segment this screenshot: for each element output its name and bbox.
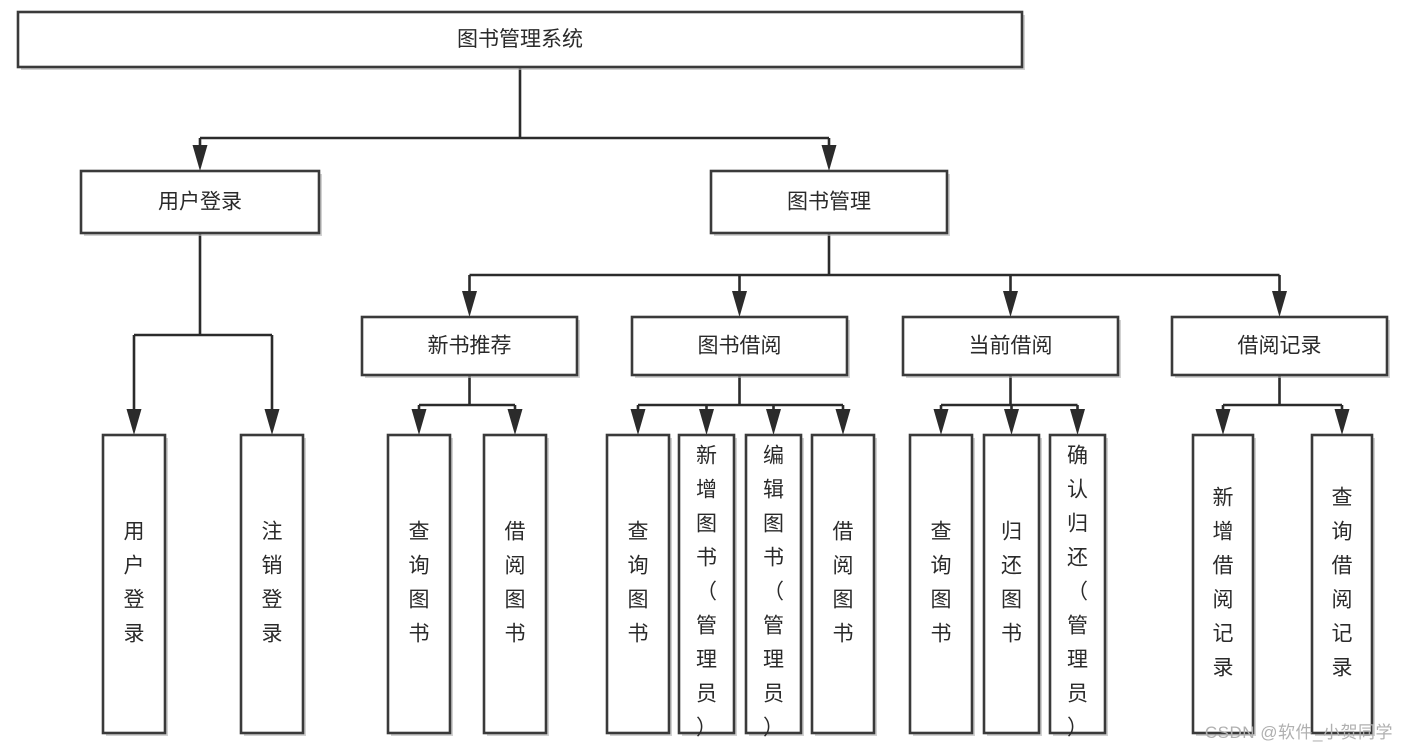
node-box-root[interactable]: [16, 10, 1024, 69]
node-book-management[interactable]: 图书管理: [709, 169, 950, 236]
node-book-borrow[interactable]: 图书借阅: [630, 315, 850, 378]
arrow-to-leaf-confirm-return-head: [1070, 409, 1085, 435]
node-box-current-borrow[interactable]: [901, 315, 1120, 377]
node-box-leaf-query-book-3[interactable]: [908, 433, 974, 735]
node-label-borrow-record: 借阅记录: [1238, 335, 1322, 358]
node-label-leaf-user-login: 用户登录: [124, 521, 145, 646]
node-box-leaf-borrow-book-2[interactable]: [810, 433, 876, 735]
arrow-to-user-login-head: [192, 145, 208, 171]
arrow-to-leaf-add-book-head: [699, 409, 714, 435]
node-box-book-borrow[interactable]: [630, 315, 849, 377]
node-box-user-login[interactable]: [79, 169, 321, 235]
node-leaf-add-record[interactable]: 新增借阅记录: [1191, 433, 1256, 736]
arrow-to-leaf-edit-book-head: [766, 409, 781, 435]
node-box-book-management[interactable]: [709, 169, 949, 235]
node-label-leaf-add-record: 新增借阅记录: [1213, 487, 1234, 680]
arrow-to-leaf-borrow-book-2-head: [835, 409, 851, 435]
arrow-to-leaf-query-record-head: [1334, 409, 1350, 435]
arrow-to-leaf-borrow-book-1-head: [507, 409, 523, 435]
arrow-to-current-borrow-head: [1003, 291, 1018, 317]
arrow-to-leaf-query-book-2-head: [630, 409, 646, 435]
node-label-current-borrow: 当前借阅: [969, 335, 1053, 358]
node-box-leaf-add-book[interactable]: [677, 433, 736, 735]
arrow-to-leaf-query-book-1-head: [411, 409, 427, 435]
arrow-to-leaf-logout-head: [264, 409, 280, 435]
node-label-leaf-query-record: 查询借阅记录: [1332, 487, 1353, 680]
node-root[interactable]: 图书管理系统: [16, 10, 1025, 70]
arrow-to-leaf-return-book-head: [1004, 409, 1019, 435]
node-current-borrow[interactable]: 当前借阅: [901, 315, 1121, 378]
arrow-to-leaf-query-book-3-head: [933, 409, 949, 435]
arrow-to-book-borrow-head: [732, 291, 747, 317]
node-label-leaf-add-book: 新增图书（管理员）: [696, 445, 717, 740]
node-label-new-book-recommend: 新书推荐: [428, 335, 512, 358]
node-box-leaf-return-book[interactable]: [982, 433, 1041, 735]
nodes-layer: 图书管理系统用户登录图书管理新书推荐图书借阅当前借阅借阅记录用户登录注销登录查询…: [16, 10, 1390, 740]
node-leaf-edit-book[interactable]: 编辑图书（管理员）: [744, 433, 804, 740]
node-leaf-return-book[interactable]: 归还图书: [982, 433, 1042, 736]
node-leaf-query-record[interactable]: 查询借阅记录: [1310, 433, 1375, 736]
arrow-to-borrow-record-head: [1272, 291, 1287, 317]
node-box-leaf-query-record[interactable]: [1310, 433, 1374, 735]
node-box-leaf-query-book-1[interactable]: [386, 433, 452, 735]
arrow-to-new-book-recommend-head: [462, 291, 477, 317]
node-box-leaf-edit-book[interactable]: [744, 433, 803, 735]
node-label-root: 图书管理系统: [457, 28, 583, 51]
node-label-leaf-confirm-return: 确认归还（管理员）: [1067, 445, 1088, 740]
node-label-user-login: 用户登录: [158, 191, 242, 214]
node-label-book-borrow: 图书借阅: [698, 335, 782, 358]
connectors-layer: [126, 67, 1350, 435]
node-box-new-book-recommend[interactable]: [360, 315, 579, 377]
node-box-leaf-borrow-book-1[interactable]: [482, 433, 548, 735]
node-label-leaf-query-book-3: 查询图书: [931, 521, 952, 646]
node-leaf-query-book-1[interactable]: 查询图书: [386, 433, 453, 736]
arrow-to-leaf-add-record-head: [1215, 409, 1231, 435]
node-user-login[interactable]: 用户登录: [79, 169, 322, 236]
node-label-book-management: 图书管理: [787, 191, 871, 214]
node-label-leaf-return-book: 归还图书: [1001, 521, 1022, 646]
node-leaf-borrow-book-1[interactable]: 借阅图书: [482, 433, 549, 736]
node-leaf-user-login[interactable]: 用户登录: [101, 433, 168, 736]
node-box-borrow-record[interactable]: [1170, 315, 1389, 377]
node-leaf-logout[interactable]: 注销登录: [239, 433, 306, 736]
node-label-leaf-query-book-2: 查询图书: [628, 521, 649, 646]
node-leaf-query-book-2[interactable]: 查询图书: [605, 433, 672, 736]
node-label-leaf-borrow-book-1: 借阅图书: [505, 521, 526, 646]
node-label-leaf-query-book-1: 查询图书: [409, 521, 430, 646]
node-borrow-record[interactable]: 借阅记录: [1170, 315, 1390, 378]
node-label-leaf-logout: 注销登录: [262, 521, 283, 646]
arrow-to-leaf-user-login-head: [126, 409, 142, 435]
node-leaf-query-book-3[interactable]: 查询图书: [908, 433, 975, 736]
node-box-leaf-query-book-2[interactable]: [605, 433, 671, 735]
node-label-leaf-borrow-book-2: 借阅图书: [833, 521, 854, 646]
arrow-to-book-management-head: [821, 145, 837, 171]
node-box-leaf-logout[interactable]: [239, 433, 305, 735]
node-box-leaf-add-record[interactable]: [1191, 433, 1255, 735]
csdn-watermark: CSDN @软件_小贺同学: [1204, 723, 1393, 742]
node-new-book-recommend[interactable]: 新书推荐: [360, 315, 580, 378]
node-box-leaf-confirm-return[interactable]: [1048, 433, 1107, 735]
node-label-leaf-edit-book: 编辑图书（管理员）: [763, 445, 784, 740]
node-leaf-borrow-book-2[interactable]: 借阅图书: [810, 433, 877, 736]
node-leaf-confirm-return[interactable]: 确认归还（管理员）: [1048, 433, 1108, 740]
node-box-leaf-user-login[interactable]: [101, 433, 167, 735]
node-leaf-add-book[interactable]: 新增图书（管理员）: [677, 433, 737, 740]
